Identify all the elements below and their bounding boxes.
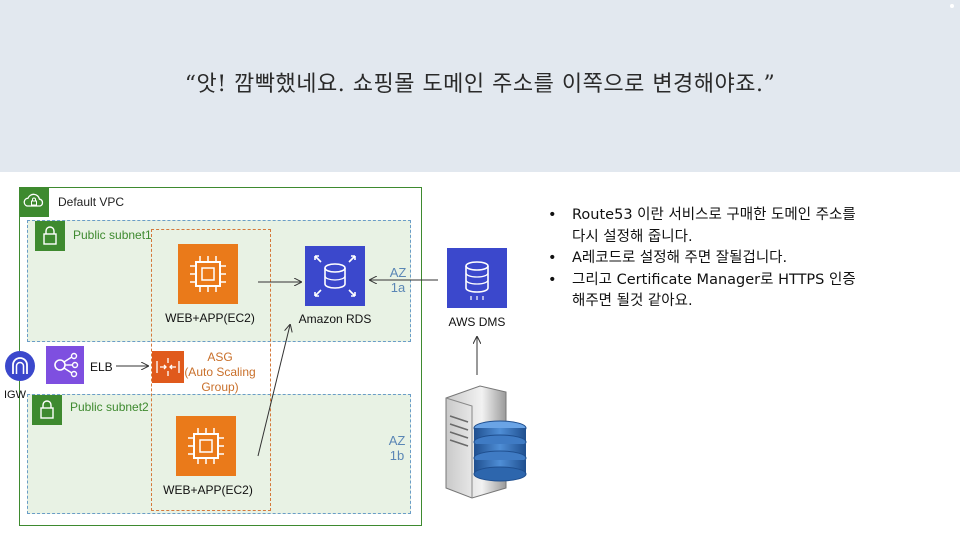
server-database-icon [440, 380, 530, 500]
ec2-top-label: WEB+APP(EC2) [165, 311, 255, 325]
lock-icon [35, 221, 65, 251]
az-1a-line2: 1a [390, 280, 406, 295]
note-text: 그리고 Certificate Manager로 HTTPS 인증 [572, 271, 856, 288]
note-text: 다시 설정해 줍니다. [572, 228, 693, 245]
subnet2-label: Public subnet2 [70, 400, 149, 414]
az-1a-line1: AZ [389, 265, 407, 280]
ec2-chip-icon [178, 244, 238, 304]
note-text: A레코드로 설정해 주면 잘될겁니다. [572, 250, 788, 266]
cloud-lock-icon [19, 187, 49, 217]
dms-database-icon [447, 248, 507, 308]
asg-label-line2: (Auto Scaling [184, 365, 256, 379]
lock-icon [32, 395, 62, 425]
corner-dot [950, 4, 954, 8]
dms-label: AWS DMS [448, 315, 506, 329]
slide-quote: “앗! 깜빡했네요. 쇼핑몰 도메인 주소를 이쪽으로 변경해야죠.” [184, 72, 776, 97]
slide-header [0, 0, 960, 172]
az-1b-label: AZ 1b [383, 433, 411, 463]
elb-icon [46, 346, 84, 384]
notes-list: Route53 이란 서비스로 구매한 도메인 주소를 다시 설정해 줍니다. … [546, 205, 946, 313]
note-text: 해주면 될것 같아요. [572, 293, 693, 309]
az-1a-label: AZ 1a [384, 265, 412, 295]
igw-label: IGW [4, 389, 26, 401]
asg-group-boundary [151, 229, 271, 511]
rds-label: Amazon RDS [298, 312, 372, 326]
rds-database-icon [305, 246, 365, 306]
ec2-chip-icon [176, 416, 236, 476]
ec2-bottom-label: WEB+APP(EC2) [163, 483, 253, 497]
asg-label-line1: ASG [207, 350, 233, 364]
asg-label-line3: Group) [201, 380, 239, 394]
list-item: A레코드로 설정해 주면 잘될겁니다. [546, 248, 946, 270]
ec2-bottom-to-rds-arrow [257, 325, 290, 457]
elb-label: ELB [90, 360, 113, 374]
igw-icon [4, 350, 36, 382]
list-item: Route53 이란 서비스로 구매한 도메인 주소를 다시 설정해 줍니다. [546, 205, 946, 248]
az-1b-line1: AZ [388, 433, 406, 448]
list-item: 그리고 Certificate Manager로 HTTPS 인증 해주면 될것… [546, 270, 946, 313]
asg-label: ASG (Auto Scaling Group) [180, 350, 260, 395]
subnet1-label: Public subnet1 [73, 228, 152, 242]
vpc-label: Default VPC [58, 195, 125, 209]
note-text: Route53 이란 서비스로 구매한 도메인 주소를 [572, 207, 856, 223]
az-1b-line2: 1b [389, 448, 405, 463]
asg-icon [152, 351, 184, 383]
